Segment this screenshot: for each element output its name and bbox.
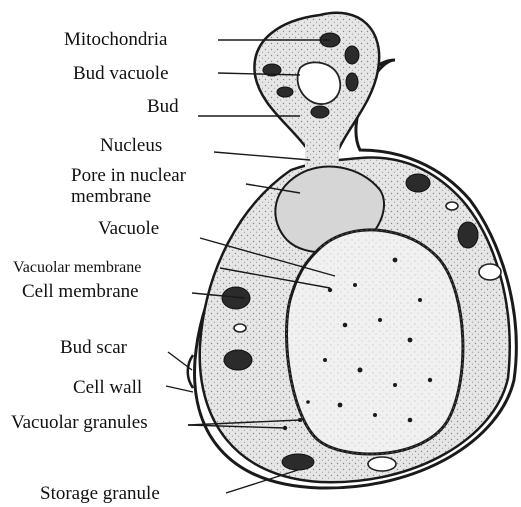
label-pore-line-2: membrane	[71, 187, 186, 208]
label-vacuole: Vacuole	[98, 219, 159, 238]
label-pore-in-nuclear-membrane: Pore in nuclear membrane	[71, 166, 186, 207]
label-vacuolar-membrane: Vacuolar membrane	[13, 260, 141, 276]
bud-scar-shape	[188, 355, 193, 388]
label-bud: Bud	[147, 97, 179, 116]
label-bud-vacuole: Bud vacuole	[73, 64, 169, 83]
label-storage-granule: Storage granule	[40, 484, 160, 503]
vacuole-shape	[286, 230, 462, 454]
label-cell-membrane: Cell membrane	[22, 282, 139, 301]
label-cell-wall: Cell wall	[73, 378, 142, 397]
label-nucleus: Nucleus	[100, 136, 162, 155]
label-vacuolar-granules: Vacuolar granules	[11, 413, 148, 432]
label-bud-scar: Bud scar	[60, 338, 127, 357]
label-pore-line-1: Pore in nuclear	[71, 166, 186, 187]
label-mitochondria: Mitochondria	[64, 30, 167, 49]
